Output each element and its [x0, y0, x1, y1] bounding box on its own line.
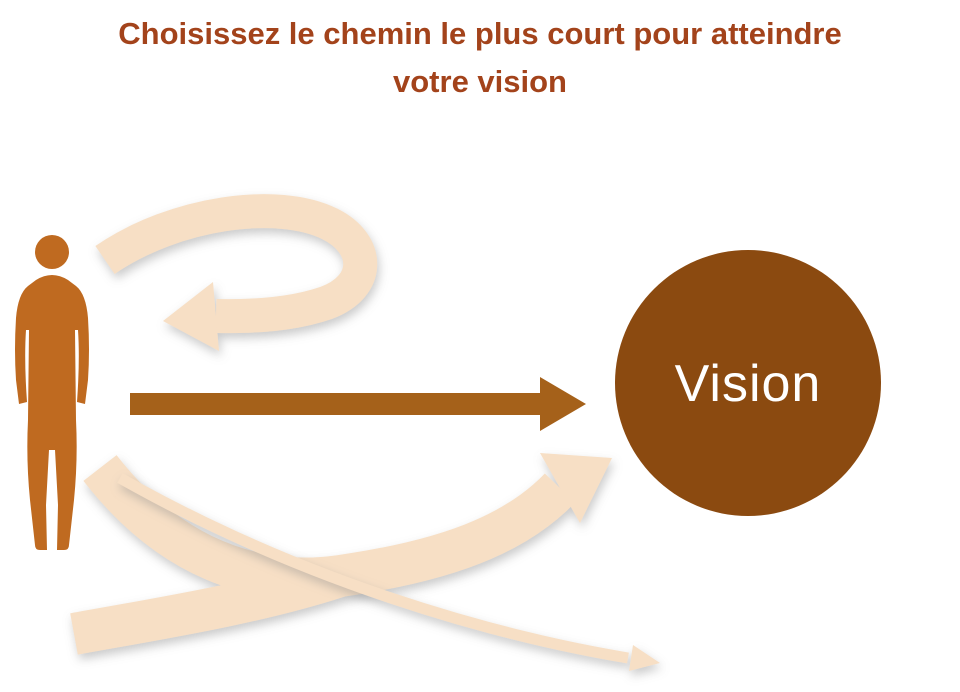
straight-direct-arrow — [130, 377, 586, 431]
uturn-arrow-band — [95, 194, 378, 334]
winding-detour-arrow — [70, 453, 612, 655]
winding-arrowhead — [540, 453, 612, 523]
uturn-arrowhead — [163, 282, 219, 351]
thin-arrowhead — [629, 645, 660, 671]
page-title: Choisissez le chemin le plus court pour … — [0, 10, 960, 106]
uturn-detour-arrow — [95, 194, 378, 351]
vision-circle — [615, 250, 881, 516]
vision-label: Vision — [675, 355, 822, 413]
page-title-line-1: Choisissez le chemin le plus court pour … — [118, 16, 842, 51]
winding-arrow-tail — [70, 556, 347, 655]
thin-winding-arrow — [117, 473, 660, 671]
thin-arrow-band — [117, 473, 629, 664]
person-head — [35, 235, 69, 269]
person-silhouette — [15, 235, 89, 550]
person-body — [15, 275, 89, 550]
page-title-line-2: votre vision — [393, 64, 567, 100]
